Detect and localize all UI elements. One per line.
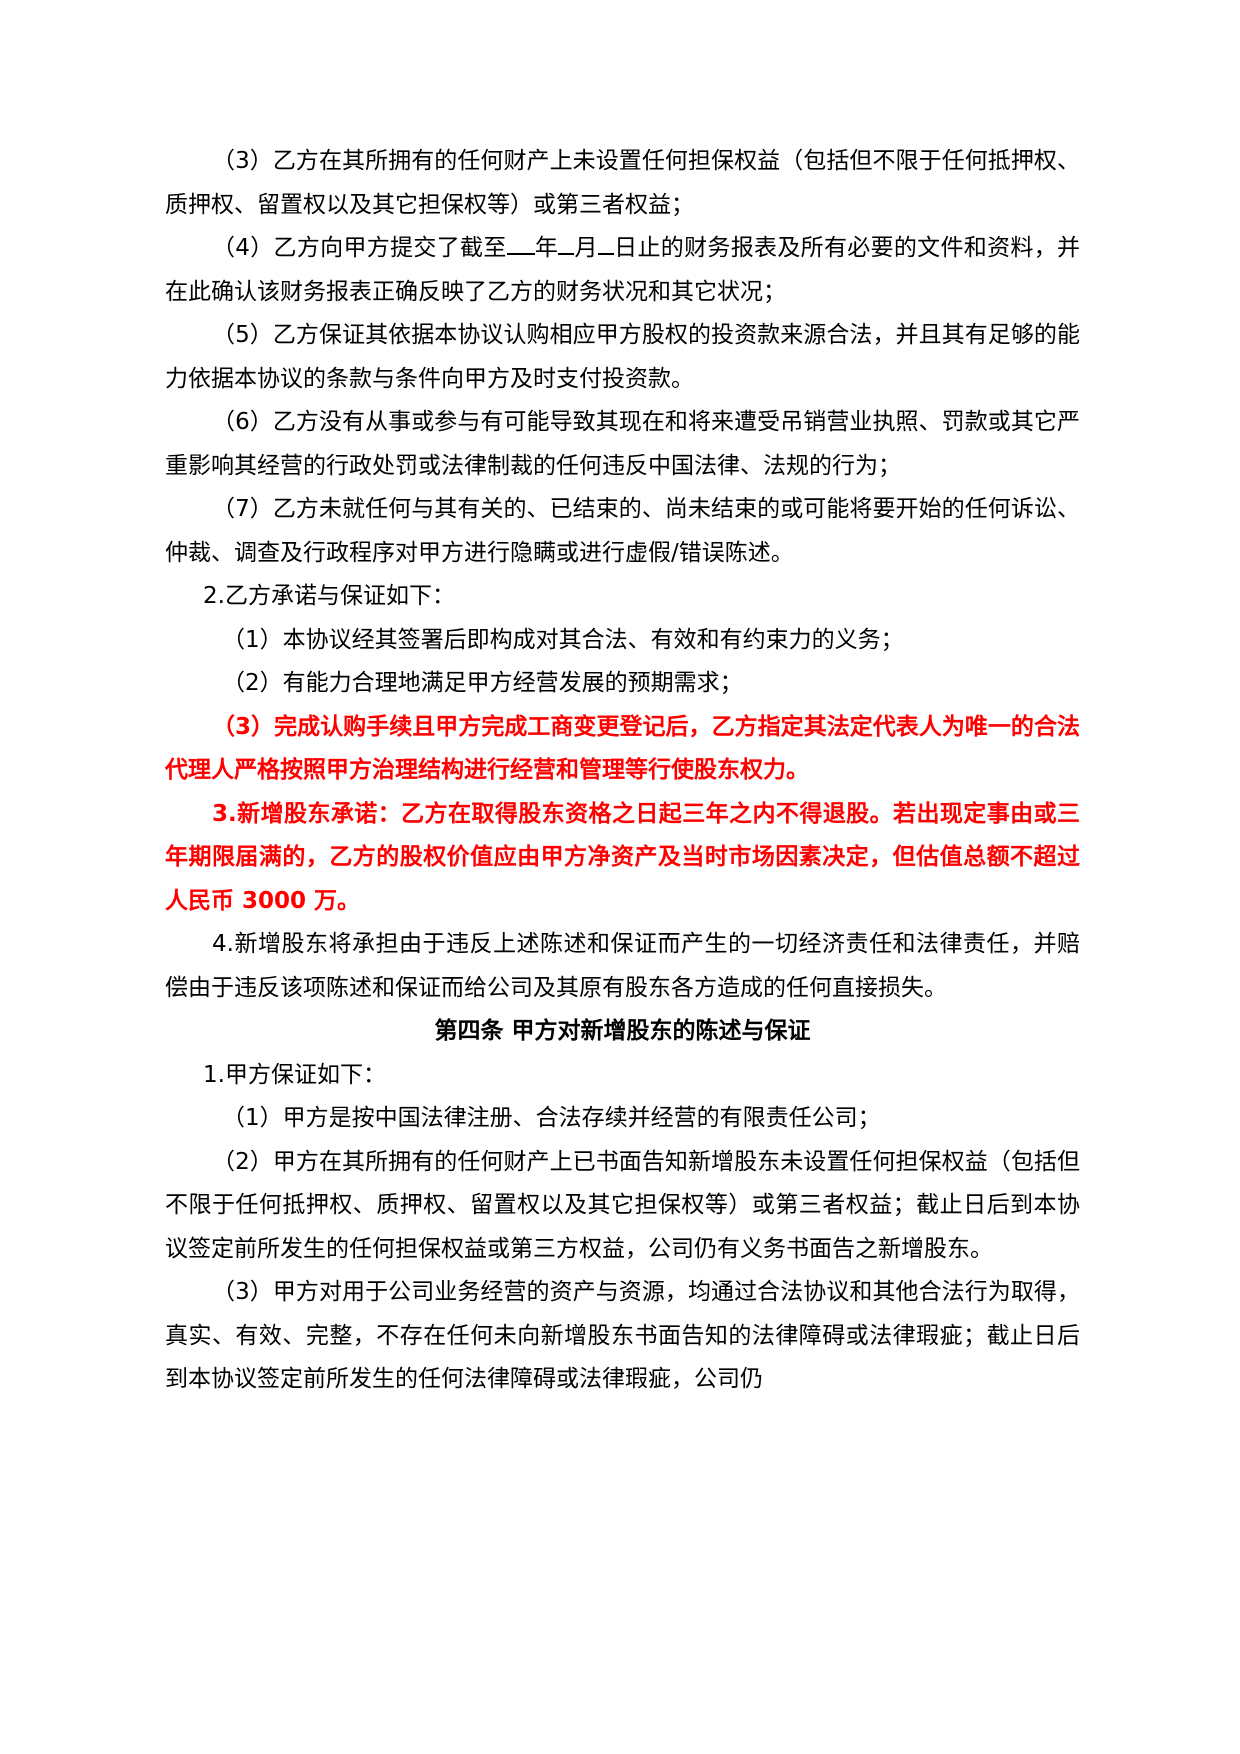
text-segment: （4）乙方向甲方提交了截至 — [212, 235, 507, 261]
paragraph-commitment-3-highlighted: （3）完成认购手续且甲方完成工商变更登记后，乙方指定其法定代表人为唯一的合法代理… — [165, 713, 1080, 784]
paragraph-party-b-no-encumbrance: （3）乙方在其所拥有的任何财产上未设置任何担保权益（包括但不限于任何抵押权、质押… — [165, 148, 1080, 218]
paragraph-party-b-funds-legal: （5）乙方保证其依据本协议认购相应甲方股权的投资款来源合法，并且其有足够的能力依… — [165, 322, 1080, 392]
paragraph-party-a-guarantees-heading: 1.甲方保证如下： — [203, 1061, 386, 1088]
paragraph-liability: 4.新增股东将承担由于违反上述陈述和保证而产生的一切经济责任和法律责任，并赔偿由… — [165, 931, 1080, 1001]
paragraph-party-b-no-violation: （6）乙方没有从事或参与有可能导致其现在和将来遭受吊销营业执照、罚款或其它严重影… — [165, 409, 1080, 479]
blank-month — [558, 252, 575, 255]
blank-year — [506, 252, 535, 255]
text-segment: 日止的财务报表及所有必要的文件和资料，并在此确认该财务报表正确反映了乙方的财务状… — [165, 235, 1081, 305]
paragraph-party-a-guarantee-2: （2）甲方在其所拥有的任何财产上已书面告知新增股东未设置任何担保权益（包括但不限… — [165, 1148, 1080, 1262]
text-segment: 月 — [574, 235, 598, 261]
paragraph-commitment-1: （1）本协议经其签署后即构成对其合法、有效和有约束力的义务； — [222, 626, 904, 653]
paragraph-party-b-commitments-heading: 2.乙方承诺与保证如下： — [203, 583, 455, 609]
article-4-heading: 第四条 甲方对新增股东的陈述与保证 — [434, 1018, 811, 1044]
text-segment: 年 — [534, 235, 559, 261]
paragraph-party-b-no-concealment: （7）乙方未就任何与其有关的、已结束的、尚未结束的或可能将要开始的任何诉讼、仲裁… — [165, 496, 1080, 566]
paragraph-party-a-guarantee-3: （3）甲方对用于公司业务经营的资产与资源，均通过合法协议和其他合法行为取得，真实… — [165, 1279, 1080, 1392]
paragraph-commitment-2: （2）有能力合理地满足甲方经营发展的预期需求； — [222, 670, 743, 696]
paragraph-party-b-financial-statements: （4）乙方向甲方提交了截至 年月日止的财务报表及所有必要的文件和资料，并在此确认该… — [165, 227, 1080, 314]
document-page: （3）乙方在其所拥有的任何财产上未设置任何担保权益（包括但不限于任何抵押权、质押… — [165, 140, 1080, 1402]
paragraph-party-a-guarantee-1: （1）甲方是按中国法律注册、合法存续并经营的有限责任公司； — [222, 1105, 881, 1131]
paragraph-new-shareholder-commitment-highlighted: 3.新增股东承诺：乙方在取得股东资格之日起三年之内不得退股。若出现定事由或三年期… — [165, 800, 1080, 914]
blank-day — [597, 252, 614, 255]
